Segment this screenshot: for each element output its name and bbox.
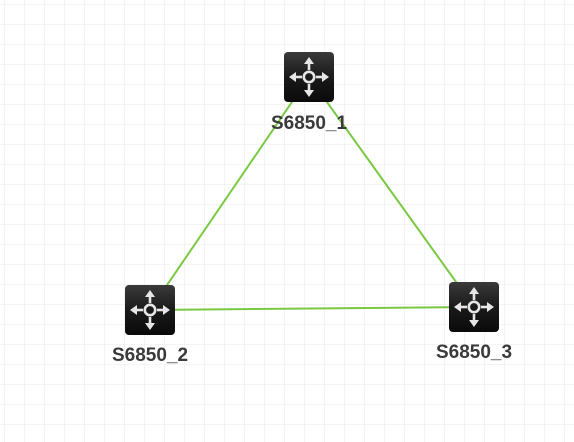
node-s6850-3[interactable]: S6850_3	[436, 282, 512, 363]
node-label: S6850_3	[436, 342, 512, 363]
link-s1-s3[interactable]	[308, 76, 475, 308]
node-label: S6850_2	[112, 345, 188, 366]
link-s2-s3[interactable]	[149, 306, 475, 311]
node-s6850-2[interactable]: S6850_2	[112, 285, 188, 366]
link-s1-s2[interactable]	[149, 76, 310, 311]
links-layer	[149, 76, 475, 311]
switch-icon[interactable]	[284, 52, 334, 102]
node-label: S6850_1	[271, 113, 348, 134]
switch-icon[interactable]	[449, 282, 499, 332]
node-s6850-1[interactable]: S6850_1	[271, 52, 348, 134]
switch-icon[interactable]	[125, 285, 175, 335]
